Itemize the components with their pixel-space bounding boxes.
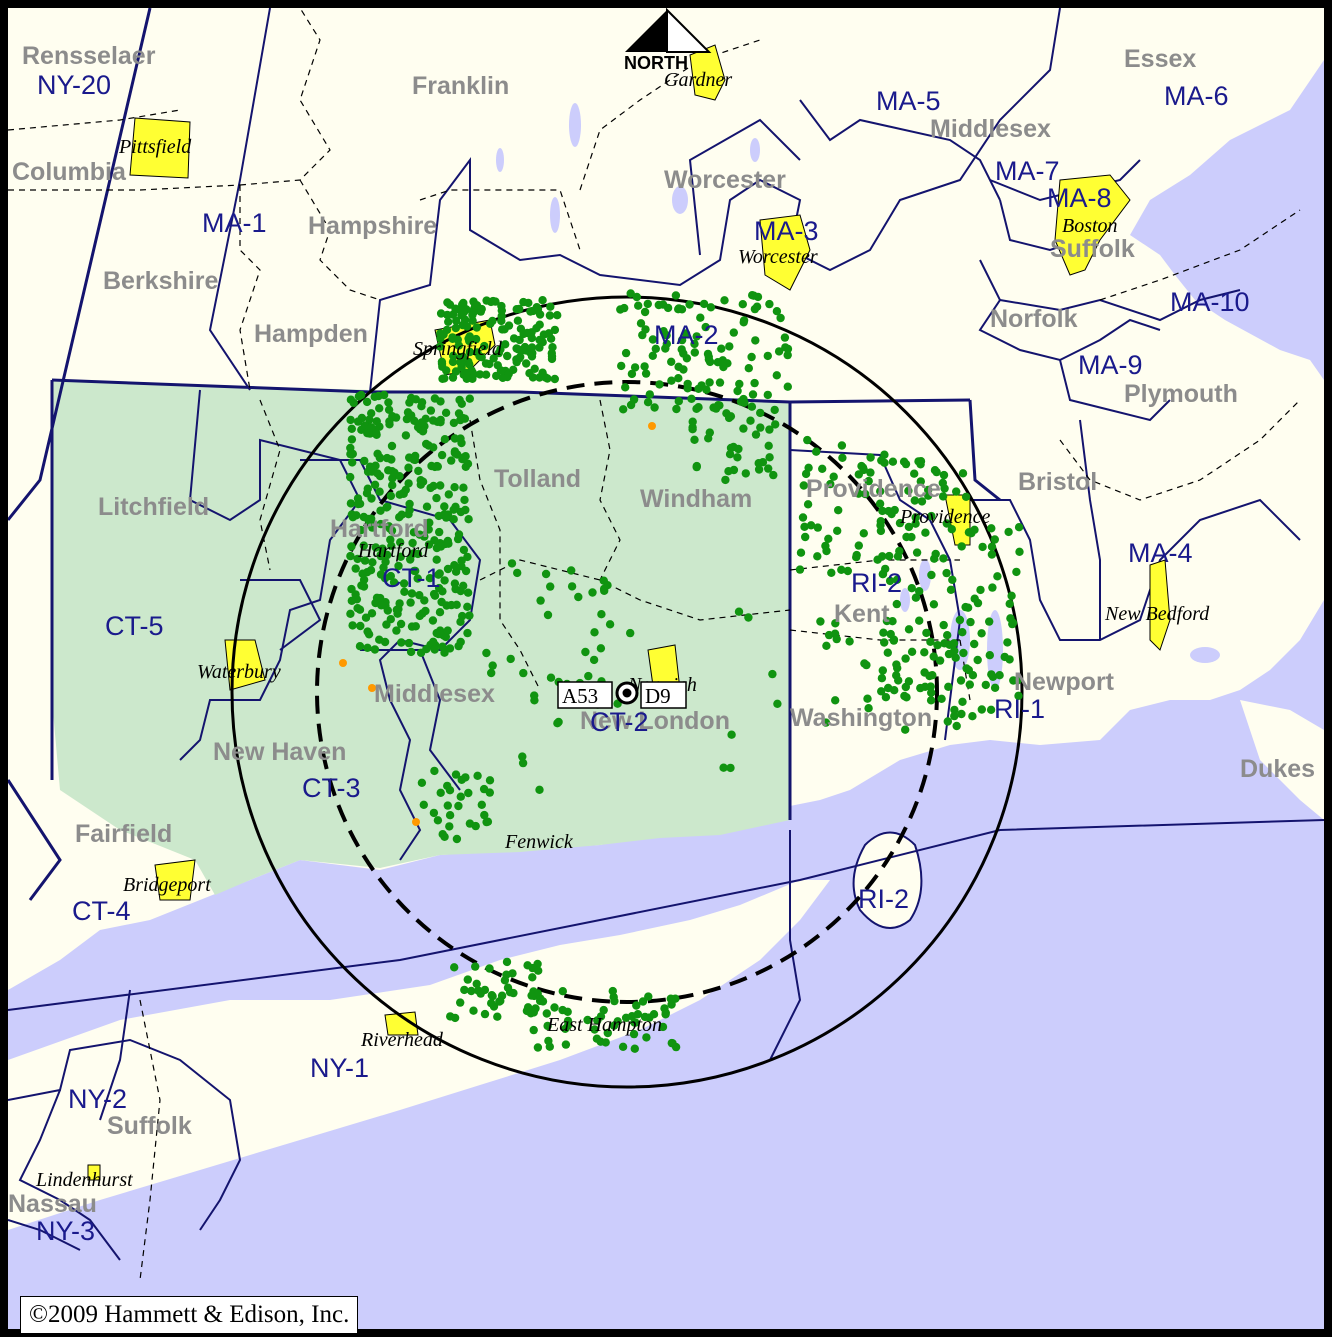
district-label: MA-2 — [654, 320, 719, 350]
urban-areas — [87, 44, 1171, 1181]
urban-gardner — [689, 44, 726, 101]
county-label: Hartford — [330, 515, 429, 543]
city-label: Providence — [899, 506, 990, 528]
district-label: MA-6 — [1164, 81, 1229, 111]
county-label: Columbia — [12, 158, 127, 186]
urban-pittsfield — [129, 117, 191, 179]
lakes — [496, 103, 1220, 690]
city-label: Waterbury — [197, 661, 281, 683]
north-arrow: NORTH — [624, 8, 712, 73]
county-label: Hampden — [254, 320, 368, 348]
district-label: MA-7 — [995, 156, 1060, 186]
long-island — [8, 880, 830, 1230]
county-label: Suffolk — [1050, 235, 1135, 263]
county-label: Franklin — [412, 72, 509, 100]
district-label: NY-3 — [36, 1216, 95, 1246]
county-label: Worcester — [664, 166, 786, 194]
county-label: Middlesex — [930, 115, 1051, 143]
county-label: Hampshire — [308, 212, 437, 240]
district-label: MA-8 — [1047, 183, 1112, 213]
district-label: RI-2 — [851, 568, 902, 598]
district-label: MA-4 — [1128, 538, 1193, 568]
county-label: Washington — [790, 704, 932, 732]
county-label: New Haven — [213, 738, 346, 766]
city-label: Gardner — [664, 69, 732, 91]
county-label: Windham — [640, 485, 752, 513]
district-label: CT-5 — [105, 611, 164, 641]
city-label: New Bedford — [1104, 603, 1210, 625]
county-label: Suffolk — [107, 1112, 192, 1140]
district-labels: NY-20 MA-1 MA-5 MA-6 MA-7 MA-8 MA-3 MA-2… — [36, 70, 1250, 1246]
urban-bridgeport — [154, 859, 196, 901]
county-label: Kent — [834, 600, 890, 628]
city-label: East Hampton — [546, 1014, 662, 1036]
city-label: Pittsfield — [118, 136, 192, 158]
county-boundaries — [8, 8, 1301, 1281]
urban-lindenhurst — [87, 1164, 101, 1181]
outer-contour-circle — [230, 295, 1024, 1089]
district-label: MA-9 — [1078, 350, 1143, 380]
county-label: Bristol — [1018, 468, 1097, 496]
district-label: CT-3 — [302, 773, 361, 803]
county-label: Rensselaer — [22, 42, 156, 70]
county-label: Nassau — [8, 1190, 97, 1218]
urban-new-bedford — [1149, 559, 1171, 651]
district-label: RI-2 — [858, 884, 909, 914]
city-labels: Pittsfield Gardner Worcester Boston Spri… — [35, 69, 1210, 1191]
district-label: MA-10 — [1170, 287, 1250, 317]
state-boundaries — [8, 8, 1001, 901]
city-label: Worcester — [738, 246, 818, 268]
urban-boston — [1054, 174, 1131, 276]
county-label: Litchfield — [98, 493, 209, 521]
district-label: CT-1 — [382, 563, 441, 593]
district-label: MA-3 — [754, 216, 819, 246]
county-label: Norfolk — [990, 305, 1078, 333]
site-label-a53: A53 — [562, 684, 598, 708]
county-label: New London — [580, 707, 730, 735]
district-label: CT-4 — [72, 896, 131, 926]
county-label: Newport — [1014, 668, 1115, 696]
population-dots — [346, 289, 1024, 1053]
district-label: NY-1 — [310, 1053, 369, 1083]
urban-worcester — [759, 214, 811, 291]
district-label: NY-20 — [37, 70, 111, 100]
county-label: Providence — [806, 475, 941, 503]
site-label-d9: D9 — [645, 684, 671, 708]
copyright-notice: ©2009 Hammett & Edison, Inc. — [20, 1296, 359, 1334]
inner-contour-circle — [315, 380, 939, 1004]
county-label: Middlesex — [374, 680, 495, 708]
district-label: RI-1 — [994, 694, 1045, 724]
orange-markers — [339, 422, 656, 826]
county-labels: Rensselaer Franklin Essex Columbia Berks… — [8, 42, 1315, 1218]
county-label: Dukes — [1240, 755, 1315, 783]
district-label: NY-2 — [68, 1084, 127, 1114]
district-label: MA-5 — [876, 86, 941, 116]
urban-riverhead — [384, 1011, 419, 1036]
county-label: Essex — [1124, 45, 1196, 73]
district-label: CT-2 — [590, 707, 649, 737]
county-label: Plymouth — [1124, 380, 1238, 408]
county-label: Berkshire — [103, 267, 218, 295]
city-label: Hartford — [357, 540, 429, 562]
county-label: Tolland — [494, 465, 581, 493]
county-label: Fairfield — [75, 820, 172, 848]
north-label: NORTH — [624, 53, 688, 73]
city-label: Bridgeport — [123, 874, 211, 896]
city-label: Lindenhurst — [35, 1169, 133, 1191]
transmitter-site: A53 D9 — [557, 681, 687, 709]
city-label: Boston — [1062, 215, 1118, 237]
district-label: MA-1 — [202, 208, 267, 238]
city-label: Springfield — [413, 338, 503, 360]
connecticut-fill — [52, 380, 790, 895]
city-label: Riverhead — [360, 1029, 444, 1051]
cape-land — [1240, 700, 1324, 820]
city-label: Fenwick — [504, 831, 574, 853]
